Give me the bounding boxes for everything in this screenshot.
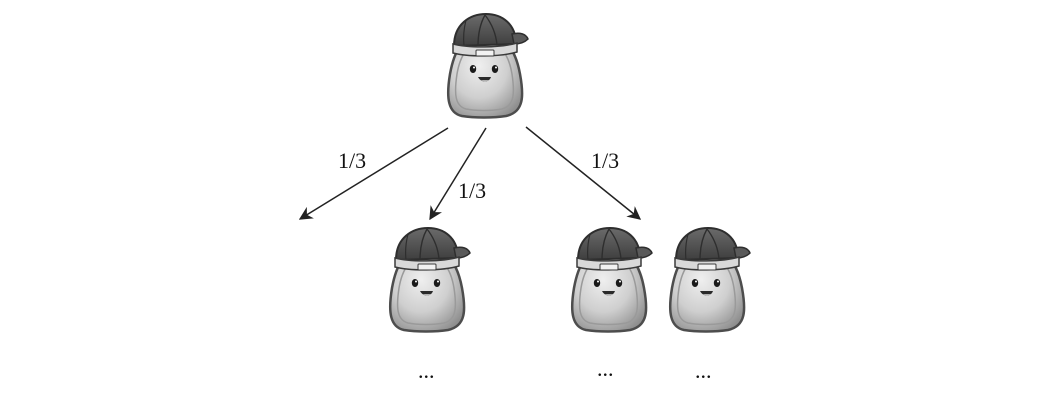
edge-label-middle: 1/3 [458,178,486,203]
creature-icon [388,226,472,333]
edge-arrow-left [298,127,449,220]
creature-icon [668,226,752,333]
creature-icon [570,226,654,333]
edge-arrow-right [525,126,642,220]
creature-icon [446,12,530,119]
edge-arrow-middle [429,127,487,221]
edge-label-right: 1/3 [591,148,619,173]
ellipsis-3: ... [695,358,712,383]
ellipsis-1: ... [418,358,435,383]
ellipsis-2: ... [597,356,614,381]
edge-label-left: 1/3 [338,148,366,173]
